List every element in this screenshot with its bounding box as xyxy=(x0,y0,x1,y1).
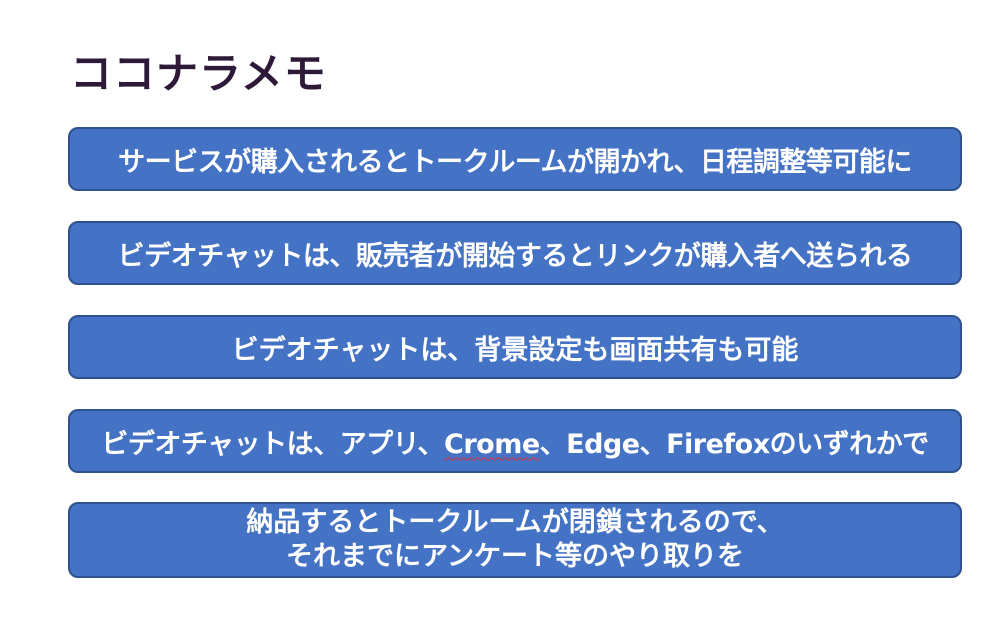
memo-text-1: サービスが購入されるとトークルームが開かれ、日程調整等可能に xyxy=(118,146,912,178)
memo-box-3: ビデオチャットは、背景設定も画面共有も可能 xyxy=(68,315,962,379)
memo-text-4-after: 、Edge、Firefoxのいずれかで xyxy=(539,428,929,460)
memo-text-4-before: ビデオチャットは、アプリ、 xyxy=(101,428,445,460)
memo-text-5-line-1: 納品するとトークルームが閉鎖されるので、 xyxy=(246,507,784,538)
misspelled-word: Crome xyxy=(444,428,540,460)
memo-text-3: ビデオチャットは、背景設定も画面共有も可能 xyxy=(231,334,799,366)
slide-title: ココナラメモ xyxy=(70,49,327,98)
memo-box-5: 納品するとトークルームが閉鎖されるので、 それまでにアンケート等のやり取りを xyxy=(68,502,962,578)
memo-text-5-line-2: それまでにアンケート等のやり取りを xyxy=(286,541,744,572)
memo-text-4: ビデオチャットは、アプリ、Crome、Edge、Firefoxのいずれかで xyxy=(101,422,929,461)
memo-box-1: サービスが購入されるとトークルームが開かれ、日程調整等可能に xyxy=(68,127,962,191)
memo-box-2: ビデオチャットは、販売者が開始するとリンクが購入者へ送られる xyxy=(68,221,962,285)
memo-box-4: ビデオチャットは、アプリ、Crome、Edge、Firefoxのいずれかで xyxy=(68,409,962,473)
memo-text-2: ビデオチャットは、販売者が開始するとリンクが購入者へ送られる xyxy=(117,240,913,272)
